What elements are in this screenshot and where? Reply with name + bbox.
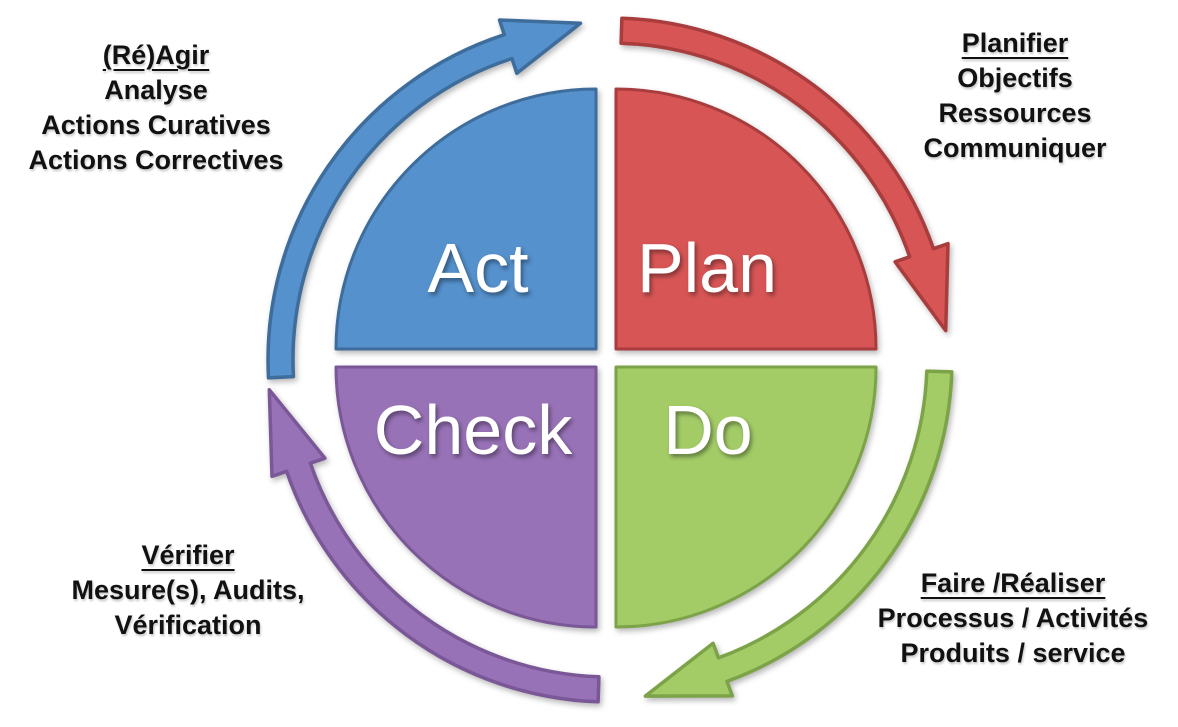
quadrant-do-label: Do [663, 391, 752, 469]
annotation-react-line: Analyse [104, 75, 208, 105]
annotation-faire-line: Produits / service [900, 638, 1126, 668]
quadrant-act-label: Act [427, 229, 528, 307]
cycle-arrow-do [643, 369, 954, 698]
annotation-planifier-line: Objectifs [957, 63, 1073, 93]
annotation-verifier: Vérifier Mesure(s), Audits, Vérification [28, 538, 348, 643]
cycle-arrow-plan [619, 16, 950, 333]
cycle-arrow-act [266, 18, 583, 380]
annotation-react-line: Actions Curatives [41, 110, 271, 140]
annotation-faire: Faire /Réaliser Processus / Activités Pr… [852, 566, 1174, 671]
quadrant-plan-label: Plan [637, 229, 777, 307]
annotation-planifier-line: Communiquer [923, 133, 1107, 163]
annotation-faire-line: Processus / Activités [877, 603, 1149, 633]
annotation-faire-title: Faire /Réaliser [920, 568, 1106, 598]
quadrant-act [334, 87, 598, 351]
annotation-react-line: Actions Correctives [28, 145, 284, 175]
annotation-verifier-line: Mesure(s), Audits, [71, 575, 305, 605]
quadrant-check-label: Check [374, 391, 573, 469]
annotation-planifier-line: Ressources [938, 98, 1092, 128]
quadrant-do [614, 365, 878, 629]
annotation-react-title: (Ré)Agir [102, 40, 210, 70]
quadrant-check [334, 365, 598, 629]
annotation-planifier: Planifier Objectifs Ressources Communiqu… [857, 26, 1173, 166]
cycle-arrow-check [267, 388, 601, 704]
annotation-verifier-line: Vérification [114, 610, 262, 640]
annotation-verifier-title: Vérifier [141, 540, 235, 570]
annotation-react: (Ré)Agir Analyse Actions Curatives Actio… [0, 38, 312, 178]
quadrant-plan [614, 87, 878, 351]
annotation-planifier-title: Planifier [961, 28, 1069, 58]
